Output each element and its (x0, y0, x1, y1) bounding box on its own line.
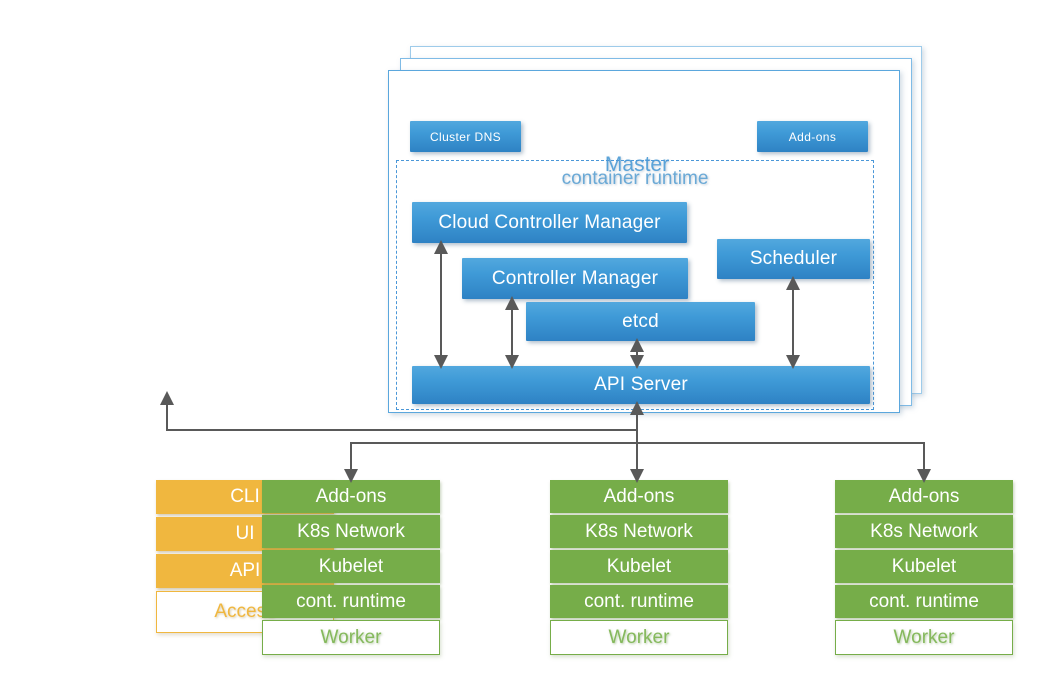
container-runtime-title: container runtime (561, 168, 709, 189)
worker-1-row-addons[interactable]: Add-ons (262, 480, 440, 513)
worker-3-row-cont-runtime[interactable]: cont. runtime (835, 585, 1013, 618)
worker-1-label: Worker (262, 620, 440, 655)
worker-1-row-cont-runtime[interactable]: cont. runtime (262, 585, 440, 618)
worker-2-row-k8s-network[interactable]: K8s Network (550, 515, 728, 548)
cluster-dns-box[interactable]: Cluster DNS (410, 121, 521, 152)
master-title: Master (604, 153, 670, 176)
cloud-controller-manager-box[interactable]: Cloud Controller Manager (412, 202, 687, 243)
worker-2-row-addons[interactable]: Add-ons (550, 480, 728, 513)
worker-1-row-k8s-network[interactable]: K8s Network (262, 515, 440, 548)
worker-2-label: Worker (550, 620, 728, 655)
controller-manager-box[interactable]: Controller Manager (462, 258, 688, 299)
etcd-box[interactable]: etcd (526, 302, 755, 341)
worker-3-row-kubelet[interactable]: Kubelet (835, 550, 1013, 583)
worker-3-label: Worker (835, 620, 1013, 655)
link-apiserver-worker-1 (344, 442, 637, 483)
worker-3-row-k8s-network[interactable]: K8s Network (835, 515, 1013, 548)
worker-2-row-cont-runtime[interactable]: cont. runtime (550, 585, 728, 618)
worker-1-row-kubelet[interactable]: Kubelet (262, 550, 440, 583)
link-apiserver-worker-3 (637, 442, 931, 483)
scheduler-box[interactable]: Scheduler (717, 239, 870, 279)
worker-2-row-kubelet[interactable]: Kubelet (550, 550, 728, 583)
master-addons-box[interactable]: Add-ons (757, 121, 868, 152)
api-server-box[interactable]: API Server (412, 366, 870, 404)
worker-3-row-addons[interactable]: Add-ons (835, 480, 1013, 513)
